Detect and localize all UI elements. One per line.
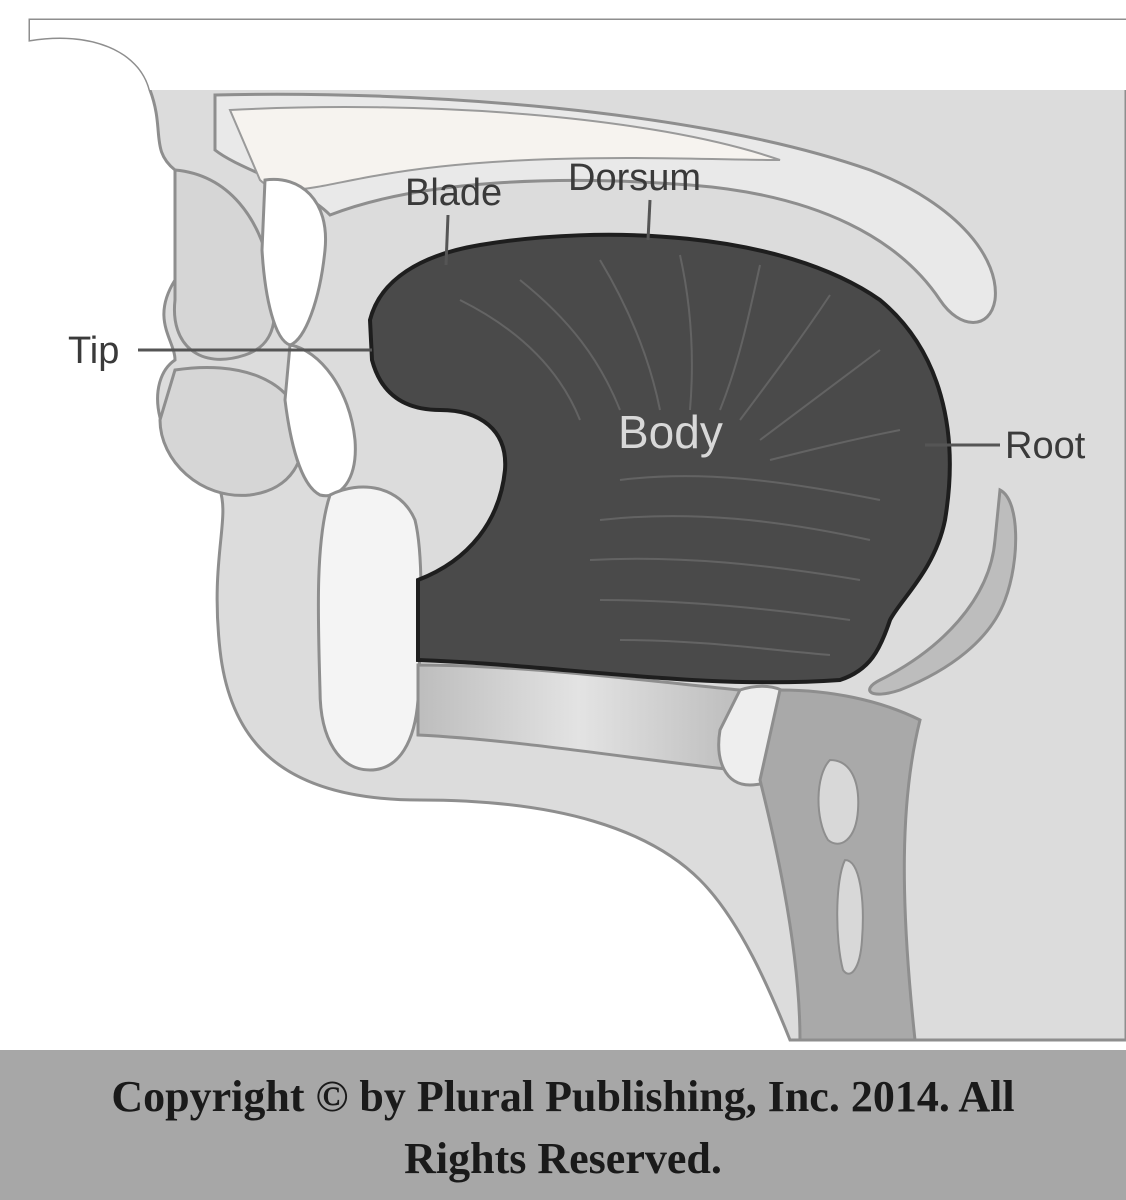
- mandible-bone: [316, 485, 423, 772]
- hard-palate: [228, 106, 781, 191]
- larynx-airway: [758, 688, 922, 1042]
- label-dorsum: Dorsum: [568, 157, 701, 199]
- tongue-body: [367, 232, 952, 685]
- head-upper-white: [30, 20, 1126, 90]
- copyright-line-1: Copyright © by Plural Publishing, Inc. 2…: [111, 1072, 1015, 1121]
- dorsum-leader: [646, 199, 652, 241]
- label-blade: Blade: [405, 172, 502, 214]
- trachea-inner: [836, 858, 864, 975]
- label-root: Root: [1005, 425, 1086, 467]
- larynx-inner: [817, 758, 860, 845]
- epiglottis: [868, 487, 1018, 696]
- copyright-line-2: Rights Reserved.: [404, 1134, 722, 1183]
- blade-leader: [444, 214, 450, 266]
- leader-lines: [138, 199, 1000, 447]
- label-body: Body: [618, 406, 723, 458]
- lower-lip: [158, 365, 305, 497]
- copyright-banner: Copyright © by Plural Publishing, Inc. 2…: [0, 1050, 1126, 1200]
- lower-incisor: [283, 343, 357, 498]
- label-tip: Tip: [68, 330, 119, 372]
- tongue-fibers: [459, 254, 901, 656]
- upper-lip: [172, 168, 277, 361]
- upper-incisor: [260, 177, 328, 347]
- tongue-anatomy-diagram: Tip Blade Dorsum Body Root: [28, 18, 1126, 1042]
